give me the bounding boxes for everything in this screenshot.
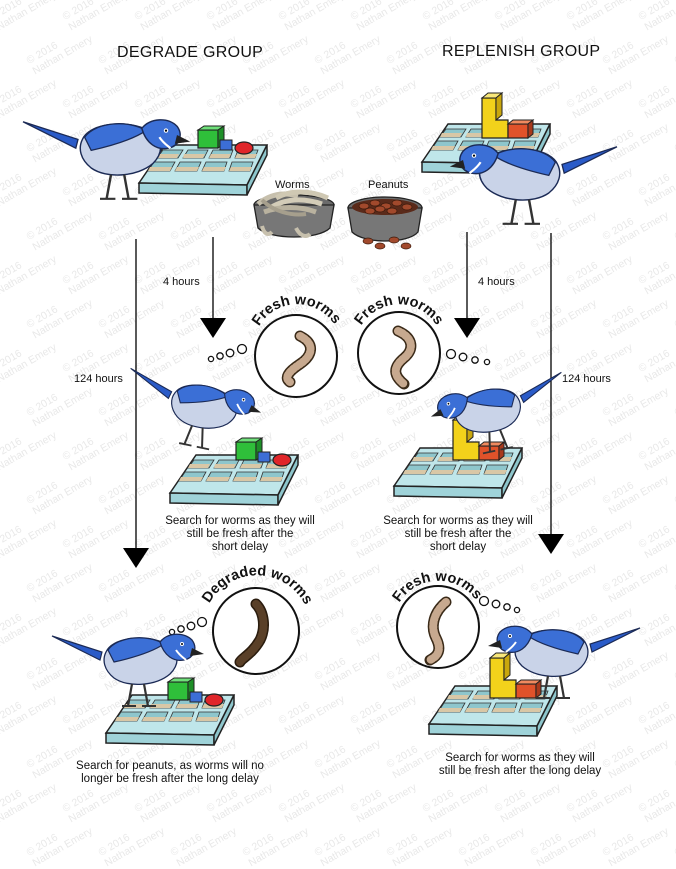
worm-bowl (253, 189, 335, 238)
caption-replenish-short: Search for worms as they will still be f… (383, 515, 533, 553)
caption-degrade-short: Search for worms as they will still be f… (165, 515, 315, 553)
diagram-graphics: Fresh worms Fresh worms Degraded worms F… (21, 92, 642, 746)
group-title-degrade: DEGRADE GROUP (117, 44, 264, 61)
peanuts-label: Peanuts (368, 179, 409, 191)
thought-replenish-short (357, 311, 491, 395)
delay-label-degrade-short: 4 hours (163, 276, 200, 288)
jay-replenish-top (448, 143, 619, 226)
worms-label: Worms (275, 179, 310, 191)
arrows (123, 232, 564, 568)
delay-label-degrade-long: 124 hours (74, 373, 123, 385)
delay-label-replenish-long: 124 hours (562, 373, 611, 385)
thought-degrade-short (207, 314, 338, 398)
group-title-replenish: REPLENISH GROUP (442, 43, 601, 60)
peanut-bowl (347, 196, 423, 250)
caption-degrade-long: Search for peanuts, as worms will no lon… (76, 760, 264, 785)
caption-replenish-long: Search for worms as they will still be f… (438, 752, 602, 777)
tray-degrade-long (105, 677, 235, 746)
tray-degrade-short (169, 437, 299, 506)
thought-degrade-long (168, 587, 300, 675)
delay-label-replenish-short: 4 hours (478, 276, 515, 288)
thought-replenish-long (396, 585, 521, 669)
